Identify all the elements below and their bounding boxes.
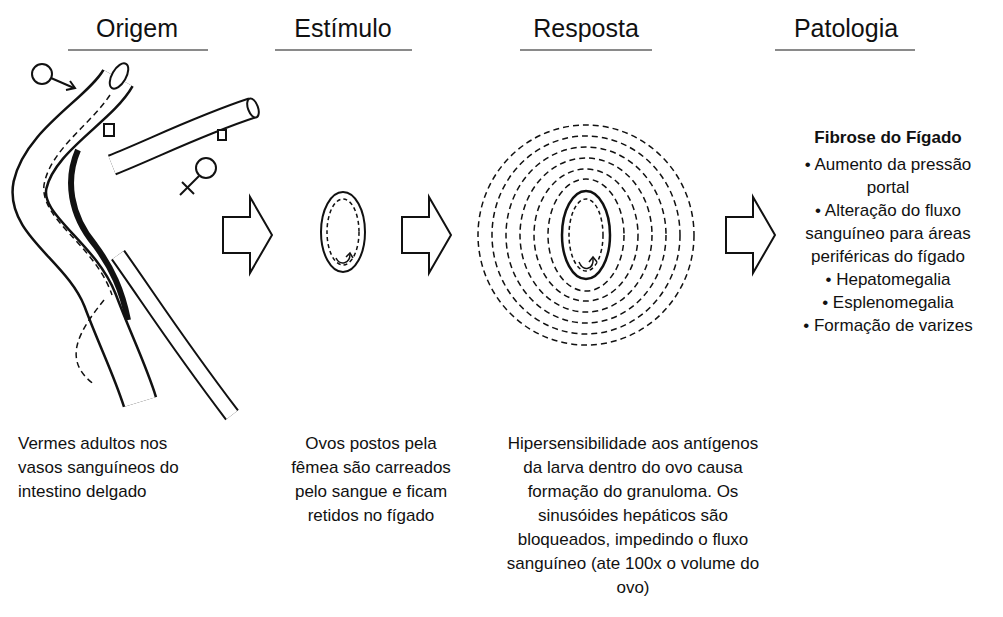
stage-description: Hipersensibilidade aos antígenos da larv… xyxy=(497,432,769,600)
stage-heading: Estímulo xyxy=(258,13,428,43)
egg-illustration xyxy=(321,192,365,272)
pathology-list: Fibrose do Fígado • Aumento da pressão po… xyxy=(785,126,991,337)
pathology-item: • Aumento da pressão portal xyxy=(785,153,991,199)
block-arrows xyxy=(223,197,775,273)
stage-heading: Resposta xyxy=(501,13,671,43)
header-underlines xyxy=(68,49,915,51)
stage-description: Vermes adultos nos vasos sanguíneos do i… xyxy=(18,432,210,504)
granuloma-illustration xyxy=(478,125,694,345)
stage-description: Ovos postos pela fêmea são carreados pel… xyxy=(281,432,461,528)
stage-heading: Origem xyxy=(52,13,222,43)
pathology-item: • Formação de varizes xyxy=(785,314,991,337)
pathology-item: • Hepatomegalia xyxy=(785,268,991,291)
pathology-item: Fibrose do Fígado xyxy=(785,126,991,149)
stage-heading: Patologia xyxy=(761,13,931,43)
pathology-item: • Esplenomegalia xyxy=(785,291,991,314)
pathology-item: • Alteração do fluxo sanguíneo para área… xyxy=(785,199,991,268)
